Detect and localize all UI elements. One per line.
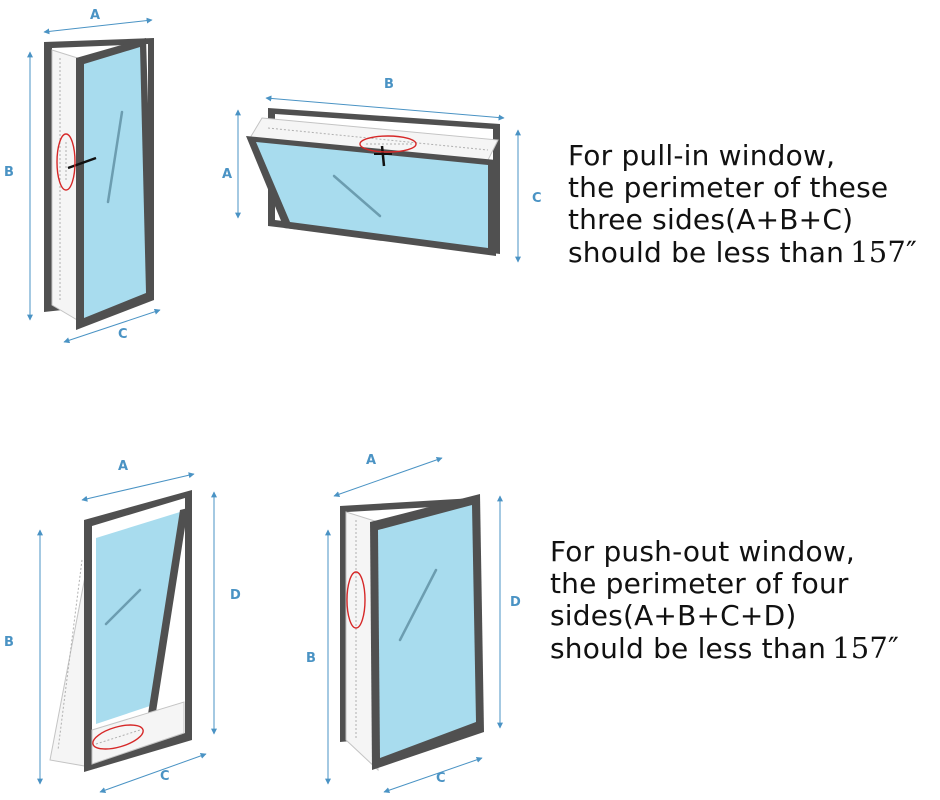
glass-pane [96, 512, 180, 724]
perimeter-limit-value: 157″ [850, 235, 918, 269]
hinge-panel [345, 511, 379, 772]
seal-highlight-circle [56, 133, 76, 191]
seal-highlight-circle [92, 724, 144, 750]
label-d: D [510, 595, 521, 610]
seal-highlight-circle [346, 571, 366, 629]
caption-line: three sides(A+B+C) [568, 203, 854, 236]
label-a: A [366, 453, 376, 468]
label-c: C [532, 191, 542, 206]
dimension-a-line [81, 472, 195, 502]
caption-line: For push-out window, [550, 535, 856, 568]
dimension-a-line [43, 17, 153, 35]
seal-highlight-circle [359, 135, 417, 153]
caption-line: should be less than [550, 632, 827, 665]
perimeter-limit-value: 157″ [832, 631, 900, 665]
caption-line: For pull-in window, [568, 139, 836, 172]
glass-pane [378, 505, 476, 758]
label-b: B [4, 165, 14, 180]
label-a: A [222, 167, 232, 182]
push-out-window-casement: A B D C [306, 453, 521, 794]
label-b: B [4, 635, 14, 650]
label-a: A [118, 459, 128, 474]
label-c: C [436, 771, 446, 786]
label-c: C [118, 327, 128, 342]
label-b: B [306, 651, 316, 666]
caption-line: should be less than [568, 236, 845, 269]
label-d: D [230, 588, 241, 603]
caption-line: the perimeter of four [550, 567, 849, 600]
label-b: B [384, 77, 394, 92]
label-a: A [90, 8, 100, 23]
pull-in-window-tall: A B C [4, 8, 161, 344]
dimension-a-line [333, 456, 443, 498]
glass-pane [256, 142, 488, 248]
dimension-c-line [99, 752, 207, 794]
dimension-c-line [383, 756, 483, 794]
caption-line: sides(A+B+C+D) [550, 599, 797, 632]
pull-in-caption: For pull-in window, the perimeter of the… [568, 140, 917, 269]
dimension-c-line [63, 308, 161, 344]
label-c: C [160, 769, 170, 784]
push-out-window-hopper: A B D C [4, 459, 241, 794]
push-out-caption: For push-out window, the perimeter of fo… [550, 536, 899, 665]
caption-line: the perimeter of these [568, 171, 889, 204]
glass-pane [84, 47, 146, 318]
pull-in-window-awning: B A C [222, 77, 542, 263]
dimension-b-line [265, 95, 505, 121]
